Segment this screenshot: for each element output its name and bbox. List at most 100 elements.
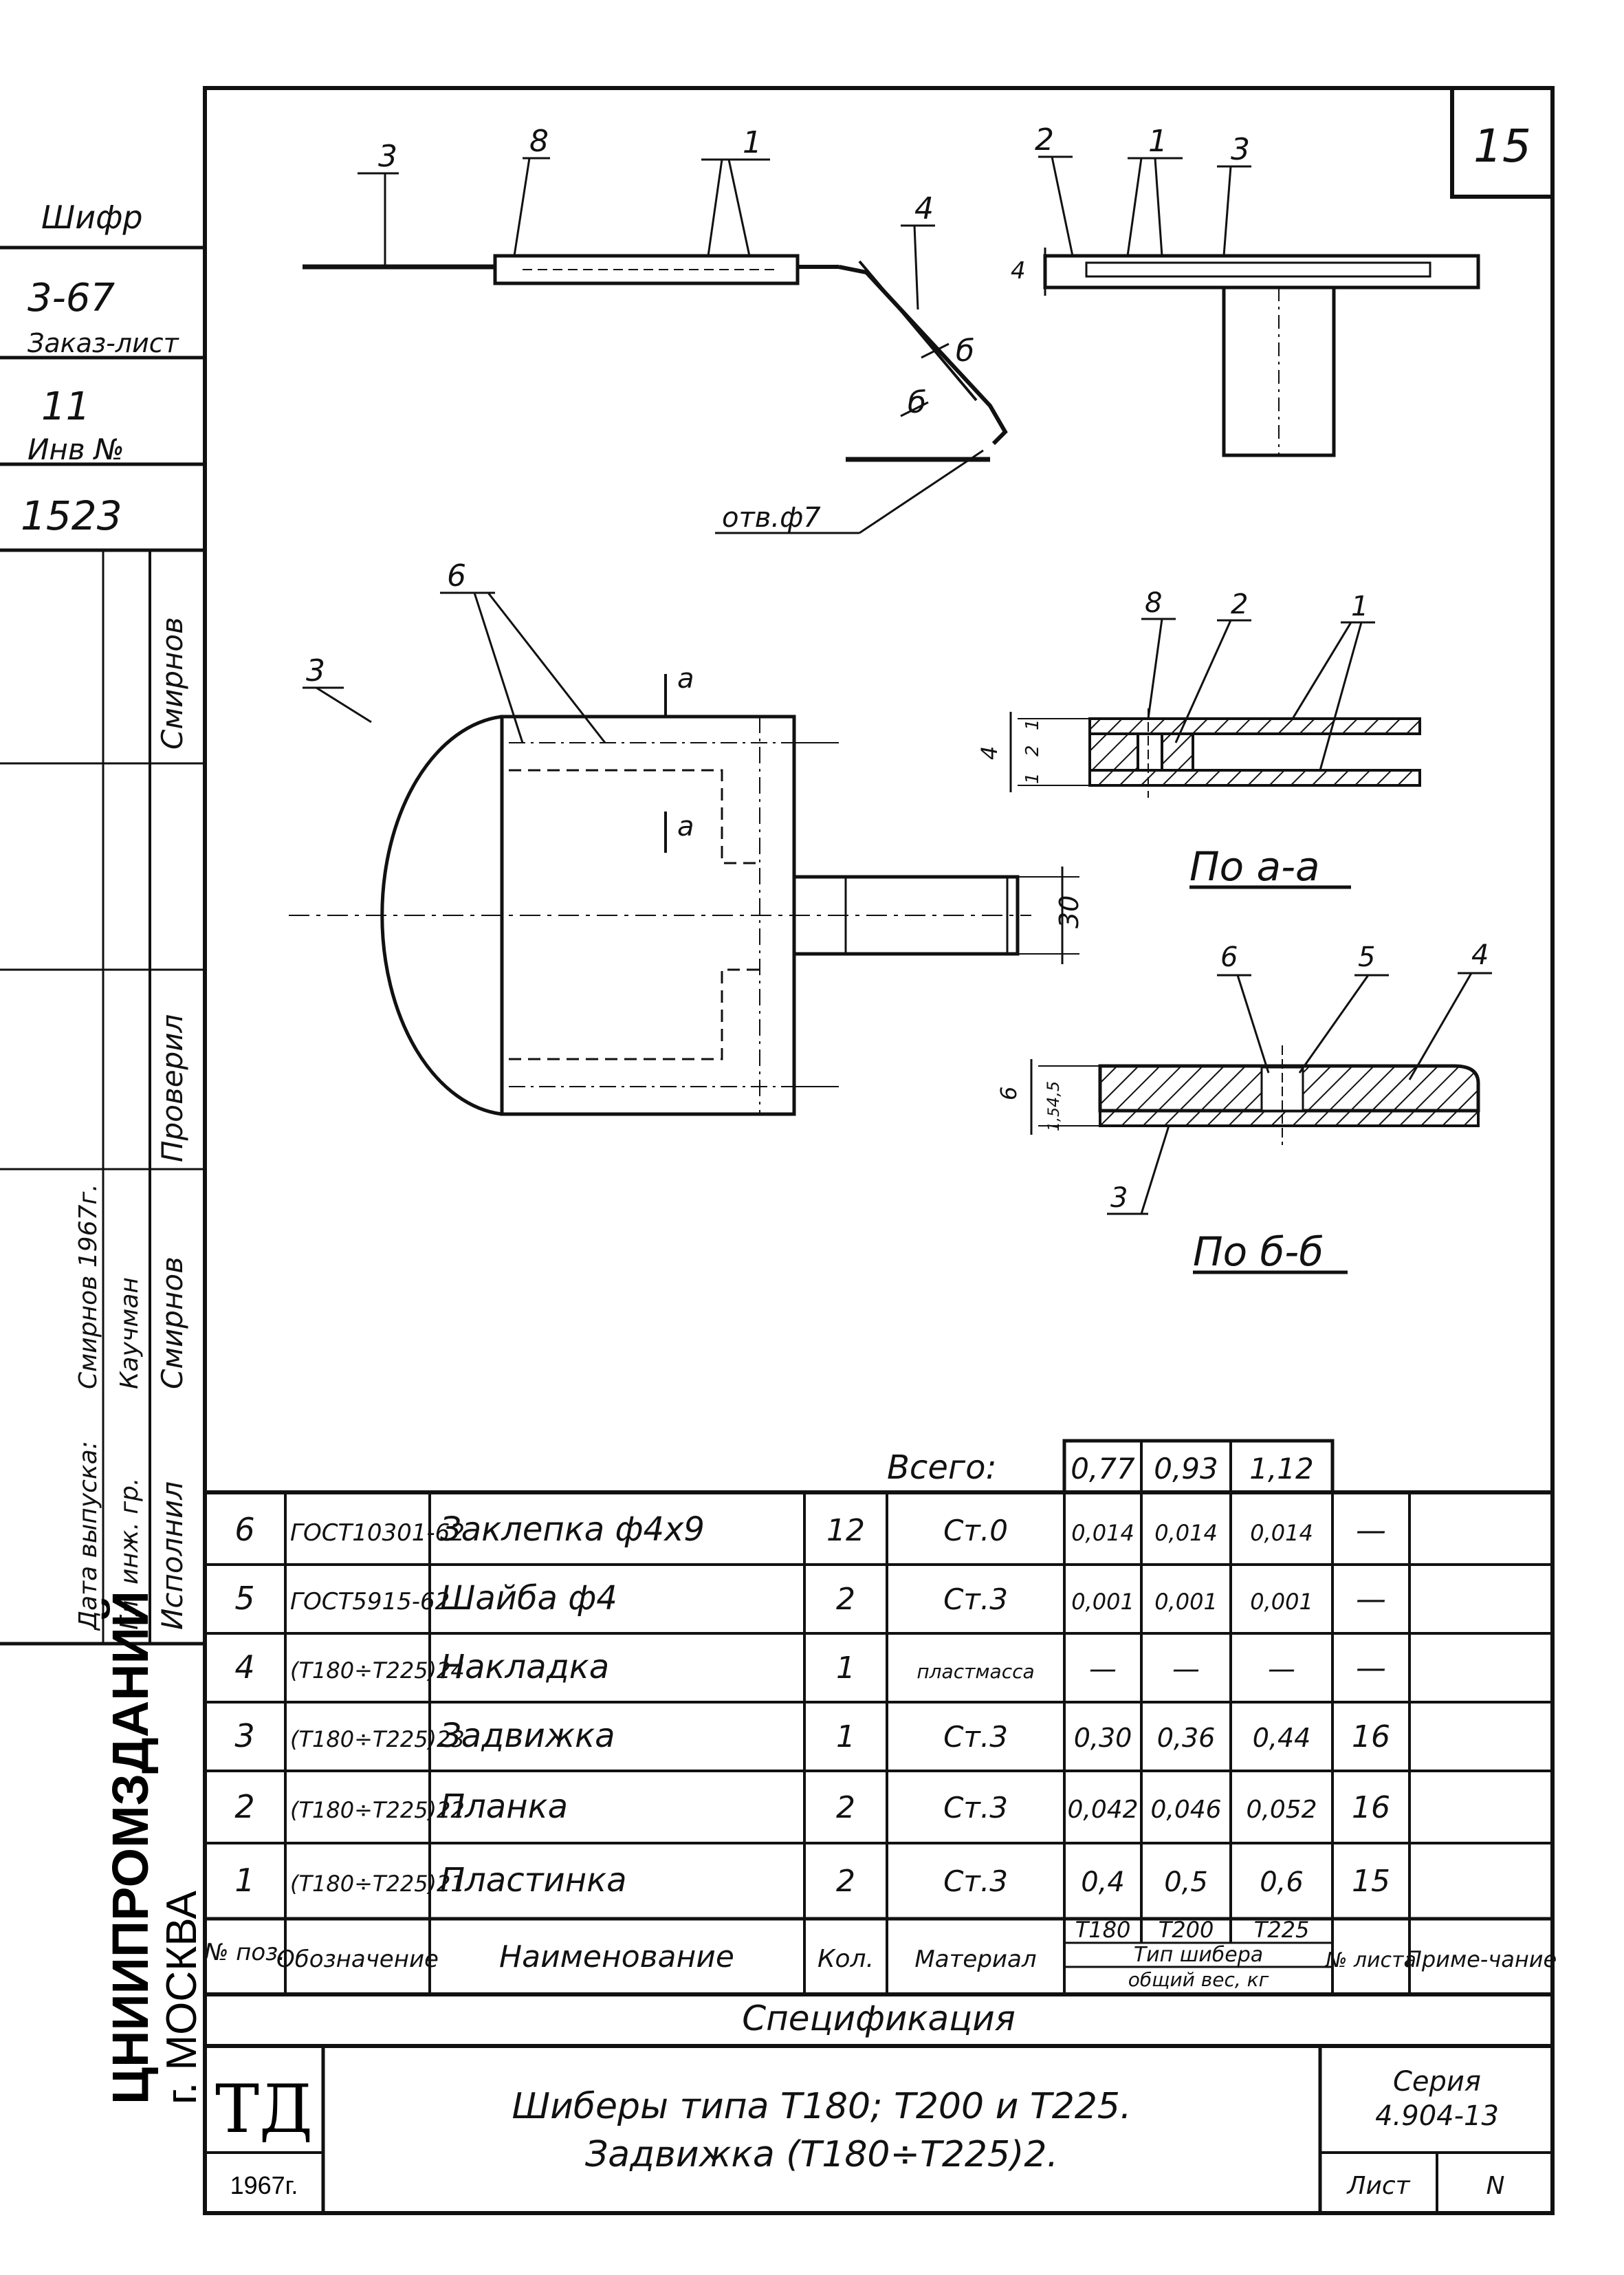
spec-pos: 1 bbox=[234, 1862, 254, 1899]
spec-w-t180: 0,014 bbox=[1071, 1520, 1134, 1546]
spec-w-t225: 0,001 bbox=[1250, 1589, 1313, 1615]
section-bb-title: По б-б bbox=[1193, 1228, 1324, 1275]
spec-designation: (Т180÷Т225)23 bbox=[290, 1726, 465, 1752]
spec-w-t180: 0,4 bbox=[1081, 1866, 1125, 1898]
drawing-title-line1: Шиберы типа Т180; Т200 и Т225. bbox=[512, 2086, 1131, 2127]
side-view-right bbox=[1038, 155, 1480, 457]
dim-bb-1: 6 bbox=[996, 1087, 1022, 1100]
spec-designation: ГОСТ10301-62 bbox=[290, 1519, 465, 1547]
spec-sheet: 15 bbox=[1352, 1864, 1390, 1899]
spec-w-t225: 0,052 bbox=[1246, 1796, 1317, 1824]
spec-row-5: 5 ГОСТ5915-62 Шайба ф4 2 Ст.3 0,001 0,00… bbox=[234, 1579, 1386, 1618]
spec-w-t225: — bbox=[1268, 1653, 1295, 1685]
publisher-block: ЦНИИПРОМЗДАНИЙ г. МОСКВА bbox=[101, 1591, 206, 2104]
spec-row-3: 3 (Т180÷Т225)23 Задвижка 1 Ст.3 0,30 0,3… bbox=[234, 1717, 1390, 1755]
spec-material: Ст.3 bbox=[943, 1791, 1008, 1825]
left-margin: Шифр 3-67 Заказ-лист 11 Инв № 1523 bbox=[0, 199, 205, 552]
callout-5-bb: 5 bbox=[1358, 941, 1375, 973]
spec-qty: 12 bbox=[826, 1513, 865, 1548]
plan-dim: 30 bbox=[1054, 895, 1084, 928]
spec-header-name: Наименование bbox=[499, 1939, 734, 1974]
spec-w-t200: 0,36 bbox=[1157, 1723, 1216, 1753]
callout-2-aa: 2 bbox=[1231, 589, 1248, 620]
spec-sheet: — bbox=[1356, 1513, 1386, 1548]
spec-row-4: 4 (Т180÷Т225)24 Накладка 1 пластмасса — … bbox=[234, 1648, 1386, 1686]
spec-header-t200: Т200 bbox=[1159, 1917, 1214, 1943]
doc-label: Заказ-лист bbox=[28, 328, 180, 358]
spec-pos: 5 bbox=[234, 1580, 254, 1617]
spec-material: Ст.3 bbox=[943, 1720, 1008, 1754]
spec-name: Пластинка bbox=[440, 1861, 627, 1900]
spec-designation: (Т180÷Т225)22 bbox=[290, 1797, 465, 1823]
dim-aa-1: 4 bbox=[976, 746, 1002, 760]
hole-label: отв.ф7 bbox=[722, 502, 821, 534]
spec-header-note: Приме-чание bbox=[1405, 1946, 1557, 1972]
dim-bb-2: 4,5 bbox=[1044, 1081, 1063, 1107]
stamp-role-3: Гл. инж. гр. bbox=[116, 1478, 144, 1630]
spec-qty: 1 bbox=[836, 1651, 855, 1686]
series-label: Серия bbox=[1393, 2066, 1481, 2098]
spec-name: Планка bbox=[440, 1787, 568, 1826]
callout-6-plan: 6 bbox=[447, 558, 466, 594]
spec-total-t180: 0,77 bbox=[1071, 1452, 1135, 1485]
spec-qty: 1 bbox=[836, 1719, 855, 1754]
spec-row-6: 6 ГОСТ10301-62 Заклепка ф4х9 12 Ст.0 0,0… bbox=[234, 1510, 1386, 1549]
callout-1-aa: 1 bbox=[1351, 591, 1368, 622]
publisher-name: ЦНИИПРОМЗДАНИЙ bbox=[101, 1591, 159, 2104]
spec-header-t180: Т180 bbox=[1075, 1917, 1131, 1943]
spec-qty: 2 bbox=[836, 1582, 855, 1617]
spec-w-t200: 0,046 bbox=[1150, 1796, 1221, 1824]
spec-qty: 2 bbox=[836, 1790, 855, 1825]
section-aa-title: По а-а bbox=[1189, 843, 1320, 890]
doc-value: 11 bbox=[41, 384, 90, 429]
spec-pos: 4 bbox=[234, 1648, 254, 1686]
callout-3-top: 3 bbox=[378, 139, 397, 174]
section-mark-a-lower: а bbox=[677, 811, 694, 842]
spec-w-t200: — bbox=[1172, 1653, 1200, 1685]
spec-sheet: 16 bbox=[1352, 1790, 1390, 1825]
stamp-role-4: Дата выпуска: bbox=[74, 1441, 102, 1631]
callout-8-aa: 8 bbox=[1145, 587, 1162, 619]
spec-qty: 2 bbox=[836, 1864, 855, 1899]
section-mark-a-upper: а bbox=[677, 663, 694, 695]
sheet-number: 15 bbox=[1473, 120, 1531, 173]
spec-w-t180: — bbox=[1089, 1653, 1117, 1685]
dim-aa-2: 1 bbox=[1022, 719, 1043, 730]
callout-8-top: 8 bbox=[529, 124, 549, 159]
spec-table bbox=[205, 1439, 1552, 2215]
callout-1-topright: 1 bbox=[1148, 124, 1167, 159]
list-value: N bbox=[1486, 2172, 1505, 2200]
spec-header-pos: № поз. bbox=[203, 1939, 285, 1966]
spec-sheet: — bbox=[1356, 1651, 1386, 1686]
callout-b-upper: б bbox=[956, 334, 974, 369]
callout-4-bb: 4 bbox=[1471, 939, 1489, 971]
sheet-year: 1967г. bbox=[230, 2171, 298, 2199]
spec-header-t225: Т225 bbox=[1254, 1917, 1310, 1943]
callout-3-plan: 3 bbox=[306, 653, 325, 688]
spec-designation: ГОСТ5915-62 bbox=[290, 1588, 450, 1615]
spec-total-label: Всего: bbox=[887, 1448, 997, 1487]
logo: ТД bbox=[215, 2071, 313, 2148]
spec-material: Ст.3 bbox=[943, 1864, 1008, 1898]
spec-sheet: — bbox=[1356, 1582, 1386, 1617]
spec-header-type-caption: Тип шибера bbox=[1134, 1943, 1263, 1967]
spec-designation: (Т180÷Т225)24 bbox=[290, 1657, 465, 1684]
spec-w-t225: 0,014 bbox=[1250, 1520, 1313, 1546]
signature-stamp: Исполнил Смирнов Проверил Смирнов Гл. ин… bbox=[0, 550, 205, 1646]
inv-label: Инв № bbox=[28, 433, 124, 466]
inv-value: 1523 bbox=[21, 492, 122, 539]
shifr-value: 3-67 bbox=[28, 276, 115, 320]
spec-row-2: 2 (Т180÷Т225)22 Планка 2 Ст.3 0,042 0,04… bbox=[234, 1787, 1390, 1826]
plan-view bbox=[289, 591, 1079, 1116]
drawing-title-line2: Задвижка (Т180÷Т225)2. bbox=[585, 2134, 1058, 2175]
spec-designation: (Т180÷Т225)21 bbox=[290, 1871, 465, 1897]
stamp-name-1: Смирнов bbox=[155, 1256, 189, 1389]
callout-3-bb: 3 bbox=[1110, 1182, 1128, 1214]
spec-header-material: Материал bbox=[914, 1946, 1036, 1973]
spec-header-sheet: № листа bbox=[1324, 1948, 1416, 1972]
callout-3-topright: 3 bbox=[1231, 132, 1250, 167]
stamp-role-1: Исполнил bbox=[155, 1481, 189, 1630]
section-bb bbox=[1030, 972, 1492, 1215]
section-aa bbox=[1009, 618, 1421, 798]
